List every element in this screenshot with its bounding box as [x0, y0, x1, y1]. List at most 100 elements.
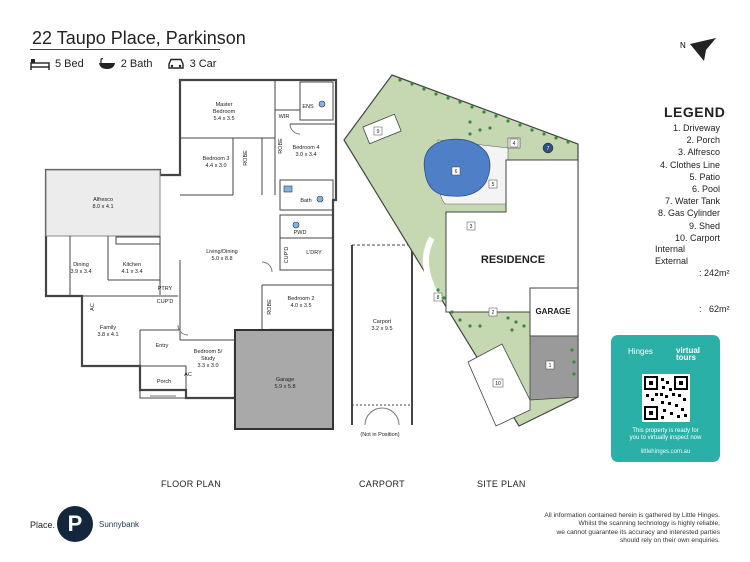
disclaimer: All information contained herein is gath… — [544, 512, 720, 545]
legend-item: 5. Patio — [689, 171, 720, 182]
floor-plan — [44, 78, 338, 430]
room-bed2-dim: 4.0 x 3.5 — [290, 303, 311, 309]
tag-line-1: virtual — [676, 346, 701, 355]
room-cupd1-label: CUP'D — [284, 247, 290, 264]
marker-8: 8 — [437, 295, 440, 301]
marker-4: 4 — [513, 141, 516, 147]
room-bed4-label: Bedroom 4 — [293, 145, 320, 151]
card-message: This property is ready for you to virtua… — [614, 428, 717, 442]
room-family-label: Family — [100, 325, 116, 331]
room-ptry-label: PTRY — [158, 286, 173, 292]
room-dining-label: Dining — [73, 262, 89, 268]
legend-item: 10. Carport — [674, 232, 720, 243]
card-url-link[interactable]: littlehinges.com.au — [640, 449, 691, 455]
room-entry-label: Entry — [156, 343, 169, 349]
room-kitchen-label: Kitchen — [123, 262, 141, 268]
marker-1: 1 — [549, 363, 552, 369]
site-plan-label: SITE PLAN — [477, 479, 526, 489]
brand-logo-letter: P — [67, 511, 83, 536]
room-bed2-label: Bedroom 2 — [288, 296, 315, 302]
car-icon — [167, 58, 184, 69]
north-label: N — [680, 41, 686, 50]
room-master-dim: 5.4 x 3.5 — [213, 116, 234, 122]
marker-7: 7 — [547, 146, 550, 152]
disclaimer-line: All information contained herein is gath… — [544, 512, 720, 519]
carport-section-label: CARPORT — [359, 479, 405, 489]
room-robe1-label: ROBE — [278, 138, 284, 154]
carport-label: Carport — [373, 319, 392, 325]
legend-list: 1. Driveway 2. Porch 3. Alfresco 4. Clot… — [658, 122, 720, 244]
room-ldry-label: L'DRY — [306, 250, 322, 256]
carport-plan — [351, 244, 413, 426]
title-divider — [30, 49, 220, 50]
brand-name: Place. — [30, 520, 56, 530]
carport-dim: 3.2 x 9.5 — [371, 326, 392, 332]
room-pwd-label: PWD — [294, 230, 307, 236]
disclaimer-line: should rely on their own enquiries. — [619, 536, 720, 544]
car-stat: 3 Car — [167, 58, 216, 70]
legend-item: 9. Shed — [688, 220, 720, 231]
residence-label: RESIDENCE — [481, 254, 545, 266]
room-wir-label: WIR — [279, 114, 290, 120]
marker-2: 2 — [492, 310, 495, 316]
bath-icon — [98, 58, 115, 69]
floor-plan-labels: Master Bedroom 5.4 x 3.5 ENS WIR ROBE Be… — [70, 102, 322, 390]
room-dining-dim: 3.9 x 3.4 — [70, 269, 91, 275]
legend-item: 8. Gas Cylinder — [657, 208, 720, 219]
room-porch-label: Porch — [157, 379, 171, 385]
room-bed3-label: Bedroom 3 — [203, 156, 230, 162]
room-garage-label: Garage — [276, 377, 294, 383]
room-alfresco-label: Alfresco — [93, 197, 113, 203]
disclaimer-line: Whilst the scanning technology is highly… — [578, 520, 720, 528]
ac-label-1: AC — [90, 303, 96, 311]
disclaimer-line: we cannot guarantee its accuracy and int… — [556, 528, 720, 536]
legend-item: 2. Porch — [686, 135, 720, 146]
room-living-dim: 5.0 x 8.8 — [211, 256, 232, 262]
site-markers: 1 2 3 4 5 6 7 8 9 10 — [373, 126, 555, 388]
area-values: : 242m² : 62m² — [699, 243, 730, 327]
internal-area-label: Internal — [655, 244, 686, 254]
external-area-value: : 62m² — [699, 304, 730, 314]
legend-item: 4. Clothes Line — [659, 159, 720, 170]
brand-branch: Sunnybank — [99, 520, 140, 529]
room-bath-label: Bath — [300, 198, 311, 204]
virtual-tours-tag: virtual tours — [676, 346, 701, 362]
bed-stat: 5 Bed — [30, 58, 84, 70]
room-alfresco-dim: 8.0 x 4.1 — [92, 204, 113, 210]
marker-3: 3 — [470, 224, 473, 230]
bath-count: 2 Bath — [120, 58, 153, 70]
carport-note: (Not in Position) — [360, 432, 399, 438]
brand-logo — [57, 506, 93, 542]
legend-item: 3. Alfresco — [677, 147, 720, 158]
qr-code-icon[interactable] — [642, 374, 690, 422]
card-text-line-2: you to virtually inspect now — [629, 435, 702, 441]
hinges-logo: Hinges — [628, 347, 653, 356]
room-robe3-label: ROBE — [267, 299, 273, 315]
room-master-label: Master — [216, 102, 233, 108]
ac-label-2: AC — [184, 372, 192, 378]
bed-count: 5 Bed — [55, 58, 84, 70]
room-living-label: Living/Dining — [206, 249, 238, 255]
floor-plan-label: FLOOR PLAN — [161, 479, 222, 489]
marker-9: 9 — [377, 129, 380, 135]
legend-item: 1. Driveway — [672, 123, 720, 133]
property-address: 22 Taupo Place, Parkinson — [32, 28, 246, 48]
legend-item: 7. Water Tank — [664, 196, 720, 207]
room-family-dim: 3.8 x 4.1 — [97, 332, 118, 338]
room-garage-dim: 5.9 x 5.8 — [274, 384, 295, 390]
room-bed5-dim: 3.3 x 3.0 — [197, 363, 218, 369]
marker-10: 10 — [495, 381, 501, 387]
property-stats: 5 Bed 2 Bath 3 Car — [30, 58, 216, 70]
room-bed3-dim: 4.4 x 3.0 — [205, 163, 226, 169]
room-bed5-label2: Study — [201, 356, 215, 362]
bath-stat: 2 Bath — [98, 58, 153, 70]
site-garage-label: GARAGE — [535, 307, 571, 316]
marker-5: 5 — [492, 182, 495, 188]
bed-icon — [30, 59, 50, 70]
room-kitchen-dim: 4.1 x 3.4 — [121, 269, 142, 275]
room-ens-label: ENS — [302, 104, 314, 110]
area-labels: Internal External — [655, 243, 688, 267]
room-master-label2: Bedroom — [213, 109, 236, 115]
legend-title: LEGEND — [664, 104, 726, 120]
